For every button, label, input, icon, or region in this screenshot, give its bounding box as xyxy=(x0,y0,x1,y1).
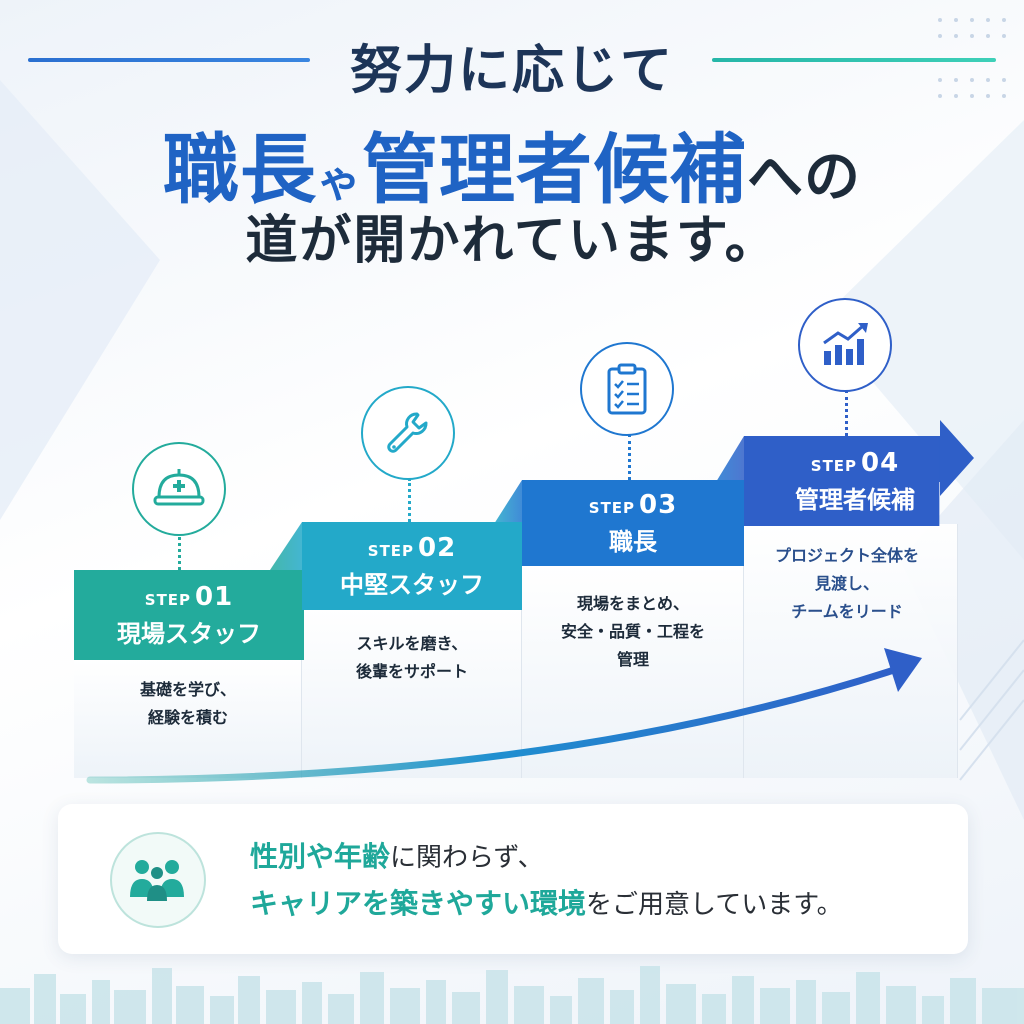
step-prefix: STEP xyxy=(588,498,636,517)
step-3-dotted-connector xyxy=(628,434,631,480)
headline-rule-right xyxy=(712,58,996,62)
message-card: 性別や年齢に関わらず、 キャリアを築きやすい環境をご用意しています。 xyxy=(58,804,968,954)
message-text: 性別や年齢に関わらず、 キャリアを築きやすい環境をご用意しています。 xyxy=(250,834,843,928)
step-number: 03 xyxy=(639,489,678,520)
step-title: 現場スタッフ xyxy=(117,619,261,648)
headline-shokucho: 職長 xyxy=(163,125,317,214)
step-1-dotted-connector xyxy=(178,532,181,570)
step-prefix: STEP xyxy=(810,456,858,475)
message-line2-rest: をご用意しています。 xyxy=(586,890,843,920)
message-line-1: 性別や年齢に関わらず、 xyxy=(250,834,843,881)
message-line1-rest: に関わらず、 xyxy=(390,843,544,873)
step-number: 04 xyxy=(861,447,900,478)
step-desc-2: スキルを磨き、 後輩をサポート xyxy=(355,634,468,681)
step-title: 管理者候補 xyxy=(795,485,915,514)
headline-heno: への xyxy=(747,145,861,210)
message-line-2: キャリアを築きやすい環境をご用意しています。 xyxy=(250,881,843,928)
wrench-icon xyxy=(387,412,428,453)
step-desc-3: 現場をまとめ、 安全・品質・工程を 管理 xyxy=(560,594,705,669)
headline-kanrisha: 管理者候補 xyxy=(362,125,747,214)
city-skyline xyxy=(0,966,1024,1024)
step-2-dotted-connector xyxy=(408,478,411,522)
headline-line2: 職長ゃ管理者候補への xyxy=(0,108,1024,218)
step-2-icon-circle xyxy=(361,386,455,480)
headline: 努力に応じて 職長ゃ管理者候補への 道が開かれています。 xyxy=(0,0,1024,290)
message-icon-circle xyxy=(110,832,206,928)
headline-rule-left xyxy=(28,58,310,62)
headline-line1: 努力に応じて xyxy=(349,41,674,101)
step-title: 職長 xyxy=(609,527,657,556)
step-prefix: STEP xyxy=(144,590,192,609)
message-line1-highlight: 性別や年齢 xyxy=(250,840,391,873)
clipboard-checklist-icon xyxy=(607,363,647,415)
headline-ya: ゃ xyxy=(317,156,362,207)
step-4-dotted-connector xyxy=(845,390,848,436)
step-desc-4: プロジェクト全体を 見渡し、 チームをリード xyxy=(774,546,919,621)
hard-hat-icon xyxy=(153,469,205,506)
step-4-icon-circle xyxy=(798,298,892,392)
step-3-icon-circle xyxy=(580,342,674,436)
step-number: 02 xyxy=(418,532,457,563)
bar-chart-growth-icon xyxy=(823,323,868,365)
step-prefix: STEP xyxy=(367,541,415,560)
step-number: 01 xyxy=(195,581,234,612)
step-desc-1: 基礎を学び、 経験を積む xyxy=(139,680,236,727)
people-group-icon xyxy=(130,860,184,901)
step-title: 中堅スタッフ xyxy=(340,570,484,599)
message-line2-highlight: キャリアを築きやすい環境 xyxy=(250,887,587,920)
headline-line3: 道が開かれています。 xyxy=(245,211,779,271)
step-1-icon-circle xyxy=(132,442,226,536)
